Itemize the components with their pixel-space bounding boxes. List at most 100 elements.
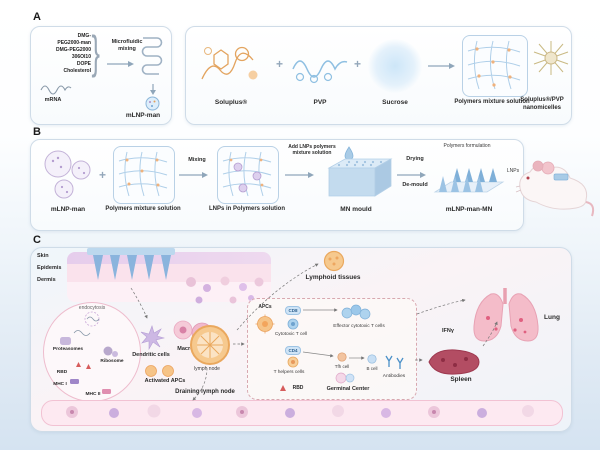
vessel-cells-icon <box>66 404 534 418</box>
rbd-antigen-icon <box>280 385 286 391</box>
germinal-center-icon <box>335 372 355 384</box>
cd4-badge: CD4 <box>285 346 302 355</box>
lung-label: Lung <box>544 314 560 321</box>
add-lnps-label: Add LNPs polymers mixture solution <box>288 144 336 157</box>
t-helpers-label: T helpers cells <box>273 370 305 375</box>
microneedle-patch-icon <box>87 248 175 280</box>
polymers-formulation-label: Polymers formulation <box>443 143 491 149</box>
effector-label: Effector cytotoxic T cells <box>333 324 385 329</box>
dendritic-cell-icon <box>140 325 165 350</box>
arrow-right-icon <box>179 172 208 178</box>
germinal-center-label: Germinal Center <box>326 386 370 392</box>
mn-fabrication-box: mLNP-man + Polymers mixture solution Mix… <box>30 139 524 231</box>
lnp-particle-icon <box>145 96 160 111</box>
arrow-right-icon <box>285 172 314 178</box>
panel-c-label: C <box>33 234 41 246</box>
cd8-badge: CD8 <box>285 306 302 315</box>
activated-apc-icon <box>145 365 174 377</box>
apcs-label: APCs <box>258 304 272 310</box>
lnps-tag-label: LNPs <box>506 168 520 174</box>
immune-mechanism-box: Skin Epidemis Dermis endocytos <box>30 247 572 432</box>
lymphoid-tissues-label: Lymphoid tissues <box>305 274 361 281</box>
soluplus-structure-icon <box>201 46 258 80</box>
effector-t-cells-icon <box>341 304 371 320</box>
lipid-item: Cholesterol <box>63 68 91 74</box>
cell-inset-graphics <box>60 311 118 394</box>
microfluidic-mixing-label: Microfluidic mixing <box>111 39 143 52</box>
lymph-node-label: lymph node <box>194 366 220 372</box>
mrna-squiggle-icon <box>40 85 72 95</box>
polymer-mixture-icon <box>462 35 528 97</box>
apc-cell-icon <box>255 314 275 334</box>
pvp-label: PVP <box>313 99 327 106</box>
panel-b-label: B <box>33 126 41 138</box>
tfh-cell-icon <box>337 352 347 362</box>
polymers-mixture-label: Polymers mixture solution <box>454 99 530 105</box>
dendritic-cells-label: Dendritic cells <box>132 352 170 358</box>
lipid-item: DMG- <box>77 33 91 39</box>
mlnp-man-label: mLNP-man <box>50 206 86 213</box>
mn-mould-label: MN mould <box>340 206 372 213</box>
nanomicelles-label: Soluplus®/PVP nanomicelles <box>520 97 564 111</box>
nanomicelle-icon <box>533 41 569 75</box>
mouse-icon <box>515 160 595 217</box>
plus-sign: + <box>354 57 362 71</box>
lipid-item: PEG2000-man <box>57 40 91 46</box>
spleen-label: Spleen <box>450 376 472 383</box>
group-brace: } <box>91 26 100 78</box>
cytotoxic-t-cell-label: Cytotoxic T cell <box>274 332 308 337</box>
arrow-down-icon <box>150 84 156 95</box>
lipid-item: DOPE <box>76 61 91 67</box>
mn-patch-icon <box>433 168 505 193</box>
spleen-icon <box>428 349 480 375</box>
polymer-mixture-icon <box>113 146 175 204</box>
arrow-right-icon <box>428 63 455 69</box>
rbd-label: RBD <box>56 370 68 375</box>
antibodies-icon <box>385 355 404 369</box>
microfluidic-chip-icon <box>141 37 163 75</box>
mixing-label: Mixing <box>188 157 206 163</box>
lymphoid-tissue-cell-icon <box>323 250 345 272</box>
cell-inset: endocytosis Proteasomes Ribosome RBD MHC… <box>43 302 141 402</box>
blood-vessel <box>41 400 563 426</box>
arrow-right-icon <box>397 172 426 178</box>
mhc1-label: MHC I <box>53 382 67 387</box>
b-cell-icon <box>367 354 377 364</box>
demould-label: De-mould <box>402 182 428 188</box>
cytotoxic-t-cell-icon <box>287 318 299 330</box>
rbd-antigen-label: RBD <box>292 385 304 391</box>
soluplus-label: Soluplus® <box>214 99 248 106</box>
plus-sign: + <box>276 57 284 71</box>
mlnp-man-label: mLNP-man <box>125 112 161 119</box>
mlnp-man-mn-label: mLNP-man-MN <box>445 206 493 213</box>
pvp-structure-icon <box>292 60 348 84</box>
mlnp-particles-icon <box>44 150 91 199</box>
ribosome-label: Ribosome <box>100 359 124 364</box>
proteasomes-label: Proteasomes <box>52 347 84 352</box>
lnps-in-polymers-icon <box>217 146 279 204</box>
mhc2-label: MHC II <box>85 392 101 397</box>
b-cell-label: B cell <box>366 366 378 371</box>
lipid-item: DMG-PEG2000 <box>55 47 91 53</box>
activated-apcs-label: Activated APCs <box>144 378 186 384</box>
panel-a-label: A <box>33 11 41 23</box>
dermis-label: Dermis <box>37 277 56 283</box>
polymer-components-box: Soluplus® + PVP + Sucrose Polymers mixtu… <box>185 26 572 125</box>
arrow-right-icon <box>107 61 134 67</box>
mrna-label: mRNA <box>44 97 62 103</box>
epidermis-label: Epidemis <box>37 265 62 271</box>
lnps-solution-label: LNPs in Polymers solution <box>208 206 285 212</box>
droplet-icon <box>344 146 354 160</box>
lymph-node-icon <box>190 325 230 365</box>
sucrose-label: Sucrose <box>382 99 408 106</box>
tfh-cell-label: Tfh cell <box>334 364 350 369</box>
plus-sign: + <box>99 168 107 182</box>
ifn-gamma-label: IFNγ <box>442 328 454 334</box>
lipid-list: DMG- PEG2000-man DMG-PEG2000 306OI10 DOP… <box>35 33 91 75</box>
skin-label: Skin <box>37 253 49 259</box>
endocytosis-label: endocytosis <box>78 305 106 311</box>
mn-mould-icon <box>327 158 393 197</box>
polymers-mixture-label: Polymers mixture solution <box>105 206 181 212</box>
t-helper-cell-icon <box>287 356 299 368</box>
